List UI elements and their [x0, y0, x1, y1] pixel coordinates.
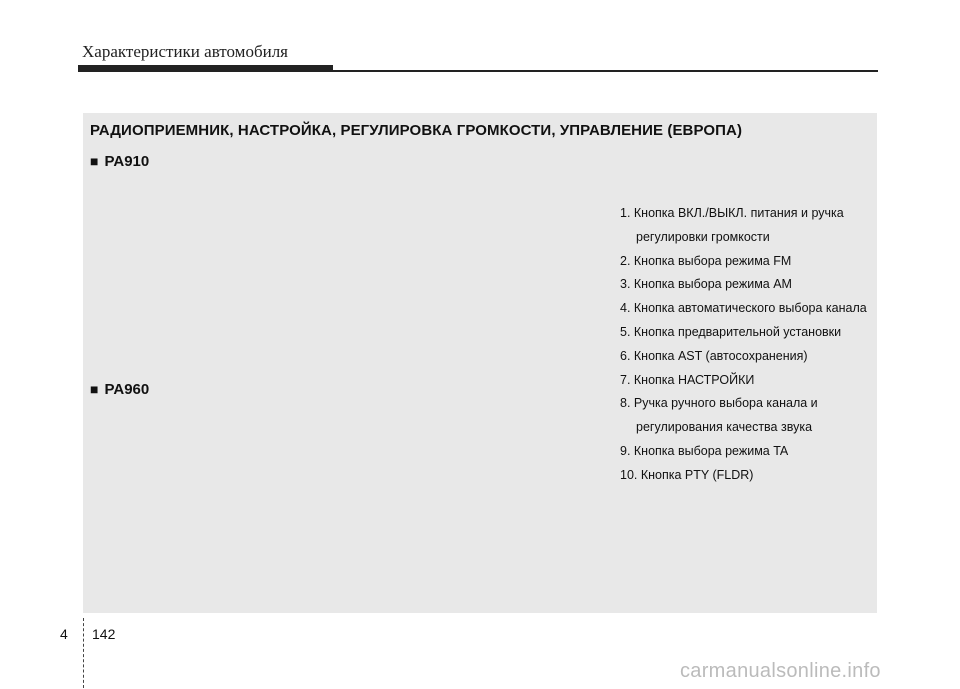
radio-pa910: ωPDS MP3 FMAMTACD/AUXAST INFOSEEKTRACK S… — [160, 170, 530, 380]
bullet-square: ■ — [90, 381, 99, 397]
content-panel — [83, 113, 877, 613]
model-name: PA960 — [104, 381, 150, 398]
header-rule — [333, 70, 878, 72]
legend-item-1: 1. Кнопка ВКЛ./ВЫКЛ. питания и ручка — [620, 206, 844, 220]
watermark: carmanualsonline.info — [680, 660, 881, 682]
model-label-pa960: ■ PA960 — [90, 381, 149, 398]
legend-item-6: 6. Кнопка AST (автосохранения) — [620, 348, 808, 363]
model-label-pa910: ■ PA910 — [90, 153, 149, 170]
legend-item-5: 5. Кнопка предварительной установки — [620, 324, 842, 339]
legend-item-8-cont: регулирования качества звука — [636, 420, 813, 435]
legend-item-9: 9. Кнопка выбора режима TA — [620, 443, 789, 458]
legend-item-1-cont: регулировки громкости — [636, 229, 770, 244]
section-heading: РАДИОПРИЕМНИК, НАСТРОЙКА, РЕГУЛИРОВКА ГР… — [90, 122, 743, 139]
page-number: 142 — [92, 626, 116, 642]
legend-item-2: 2. Кнопка выбора режима FM — [620, 253, 792, 268]
radio-pa960: ωPDS MP3 FMAMTACD/AUXAST INFOSEEKTRACK L… — [160, 398, 530, 608]
header-bar — [78, 65, 333, 72]
legend-item-8: 8. Ручка ручного выбора канала и — [620, 396, 818, 411]
legend-item-4: 4. Кнопка автоматического выбора канала — [620, 301, 867, 316]
legend-item-3: 3. Кнопка выбора режима AM — [620, 277, 792, 292]
bullet-square: ■ — [90, 153, 99, 169]
page-header-title: Характеристики автомобиля — [82, 42, 288, 61]
footer-divider — [83, 618, 85, 688]
chapter-number: 4 — [60, 626, 68, 642]
legend-list: 1. Кнопка ВКЛ./ВЫКЛ. питания и ручка регу… — [620, 202, 867, 488]
model-name: PA910 — [104, 153, 150, 170]
legend-item-7: 7. Кнопка НАСТРОЙКИ — [620, 372, 755, 387]
legend-item-10: 10. Кнопка PTY (FLDR) — [620, 467, 754, 482]
